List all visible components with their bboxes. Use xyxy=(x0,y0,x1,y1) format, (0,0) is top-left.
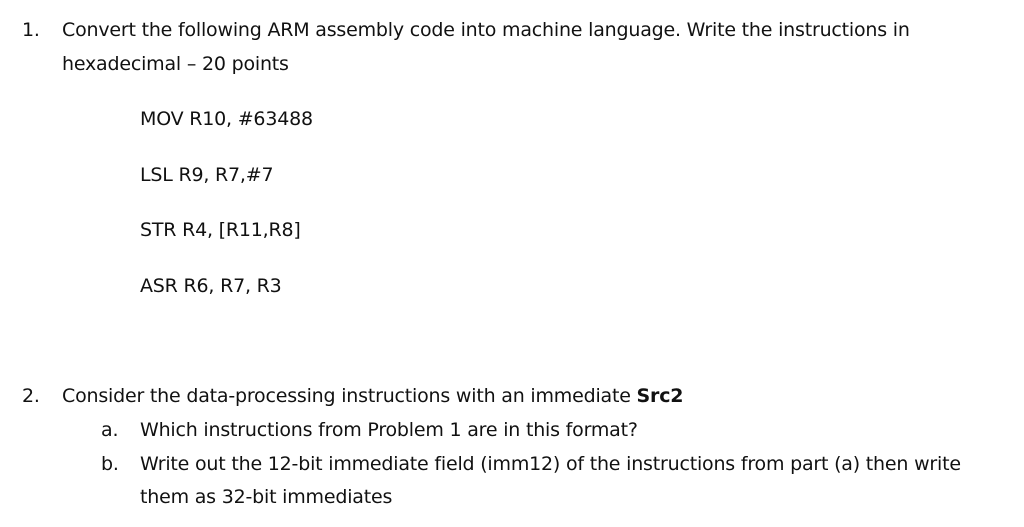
instruction-lsl: LSL R9, R7,#7 xyxy=(140,164,274,186)
part-b-text-line-1: Write out the 12-bit immediate field (im… xyxy=(140,453,961,475)
problem-1-number: 1. xyxy=(22,19,40,41)
problem-2-text-body: Consider the data-processing instruction… xyxy=(62,385,637,407)
instruction-asr: ASR R6, R7, R3 xyxy=(140,275,282,297)
part-a-text: Which instructions from Problem 1 are in… xyxy=(140,419,638,441)
problem-1-text-line-1: Convert the following ARM assembly code … xyxy=(62,19,910,41)
problem-1-text-line-2: hexadecimal – 20 points xyxy=(62,53,289,75)
problem-2-text: Consider the data-processing instruction… xyxy=(62,384,683,408)
problem-2-number: 2. xyxy=(22,385,40,407)
part-b-letter: b. xyxy=(101,453,119,475)
instruction-str: STR R4, [R11,R8] xyxy=(140,219,301,241)
problem-2-bold-term: Src2 xyxy=(636,385,684,407)
part-b-text-line-2: them as 32-bit immediates xyxy=(140,486,393,508)
instruction-mov: MOV R10, #63488 xyxy=(140,108,313,130)
part-a-letter: a. xyxy=(101,419,119,441)
